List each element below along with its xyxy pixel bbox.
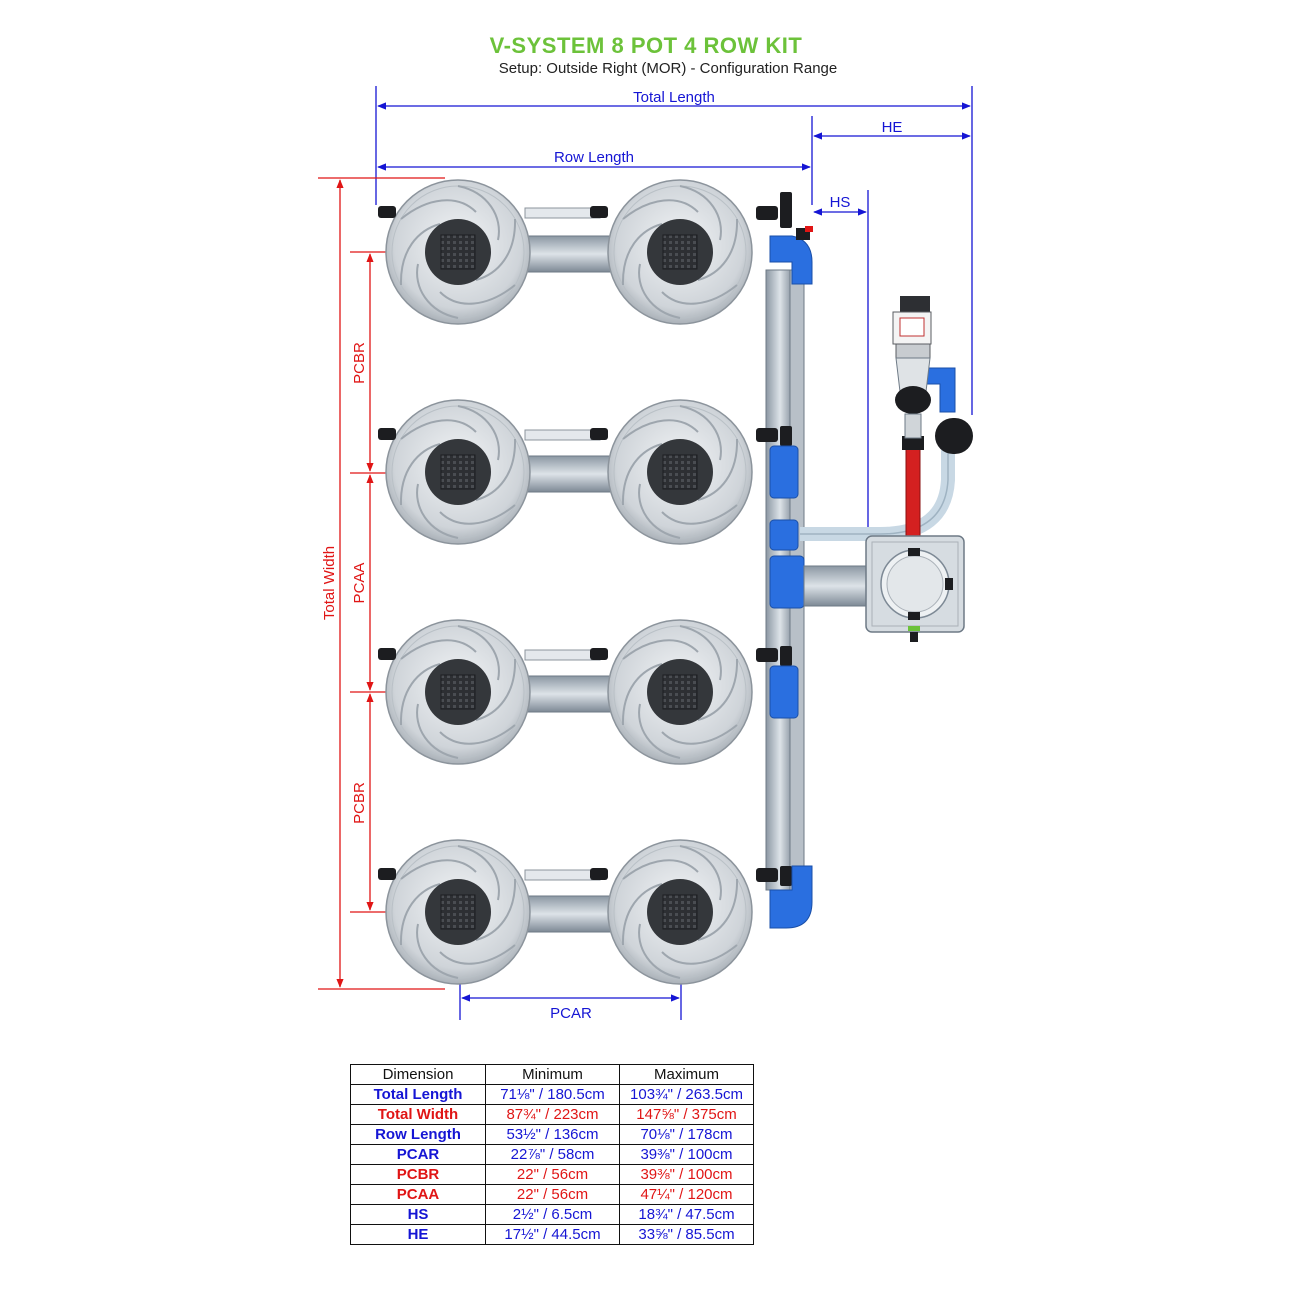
table-cell-min: 22" / 56cm [485,1184,620,1205]
system-diagram: Total Length HE Row Length HS Total Widt… [318,86,973,1022]
table-cell-name: HS [350,1204,486,1225]
table-cell-max: 103¾" / 263.5cm [619,1084,754,1105]
table-cell-min: 17½" / 44.5cm [485,1224,620,1245]
pot-fittings [378,192,792,886]
table-cell-max: 33⅝" / 85.5cm [619,1224,754,1245]
table-cell-min: 22⅞" / 58cm [485,1144,620,1165]
dimension-total-length: Total Length [375,86,973,415]
table-row: PCBR 22" / 56cm 39⅜" / 100cm [350,1164,754,1185]
table-cell-name: Row Length [350,1124,486,1145]
feed-hose [803,565,869,607]
table-row: PCAR 22⅞" / 58cm 39⅜" / 100cm [350,1144,754,1165]
label-pcaa: PCAA [351,563,368,604]
table-row: Total Length 71⅛" / 180.5cm 103¾" / 263.… [350,1084,754,1105]
dimension-he: HE [811,116,971,205]
table-cell-min: 2½" / 6.5cm [485,1204,620,1225]
table-cell-max: 70⅛" / 178cm [619,1124,754,1145]
label-row-length: Row Length [554,149,634,166]
table-cell-name: Total Width [350,1104,486,1125]
table-cell-max: 18¾" / 47.5cm [619,1204,754,1225]
reservoir [865,535,965,642]
table-cell-min: 87¾" / 223cm [485,1104,620,1125]
label-pcar: PCAR [550,1005,592,1022]
return-line [800,430,955,541]
pump-assembly [892,296,973,454]
dimension-pcbr-bottom: PCBR [350,693,458,913]
label-pcbr-top: PCBR [351,342,368,384]
table-row: HS 2½" / 6.5cm 18¾" / 47.5cm [350,1204,754,1225]
table-cell-min: 53½" / 136cm [485,1124,620,1145]
table-cell-max: 147⅝" / 375cm [619,1104,754,1125]
table-header-minimum: Minimum [485,1064,620,1085]
table-row: Total Width 87¾" / 223cm 147⅝" / 375cm [350,1104,754,1125]
table-header-row: Dimension Minimum Maximum [350,1064,754,1085]
manifold-fittings [769,235,813,929]
table-cell-max: 47¼" / 120cm [619,1184,754,1205]
table-header-dimension: Dimension [350,1064,486,1085]
dimension-row-length: Row Length [377,149,811,171]
dimension-total-width: Total Width [318,177,445,990]
check-valve [796,226,813,240]
table-cell-min: 71⅛" / 180.5cm [485,1084,620,1105]
table-row: PCAA 22" / 56cm 47¼" / 120cm [350,1184,754,1205]
label-he: HE [882,119,903,136]
pump-line [902,436,924,539]
page-title: V-SYSTEM 8 POT 4 ROW KIT [489,33,803,58]
table-row: HE 17½" / 44.5cm 33⅝" / 85.5cm [350,1224,754,1245]
table-cell-name: Total Length [350,1084,486,1105]
table-header-maximum: Maximum [619,1064,754,1085]
table-cell-name: PCAA [350,1184,486,1205]
label-total-width: Total Width [321,546,338,620]
table-cell-name: HE [350,1224,486,1245]
table-cell-min: 22" / 56cm [485,1164,620,1185]
label-total-length: Total Length [633,89,715,106]
label-hs: HS [830,194,851,211]
label-pcbr-bottom: PCBR [351,782,368,824]
table-cell-max: 39⅜" / 100cm [619,1144,754,1165]
table-cell-name: PCBR [350,1164,486,1185]
dimension-table: Dimension Minimum Maximum Total Length 7… [350,1064,754,1245]
page-subtitle: Setup: Outside Right (MOR) - Configurati… [498,60,838,77]
dimension-hs: HS [813,190,869,535]
table-cell-max: 39⅜" / 100cm [619,1164,754,1185]
table-row: Row Length 53½" / 136cm 70⅛" / 178cm [350,1124,754,1145]
row-connectors [524,207,621,933]
table-cell-name: PCAR [350,1144,486,1165]
